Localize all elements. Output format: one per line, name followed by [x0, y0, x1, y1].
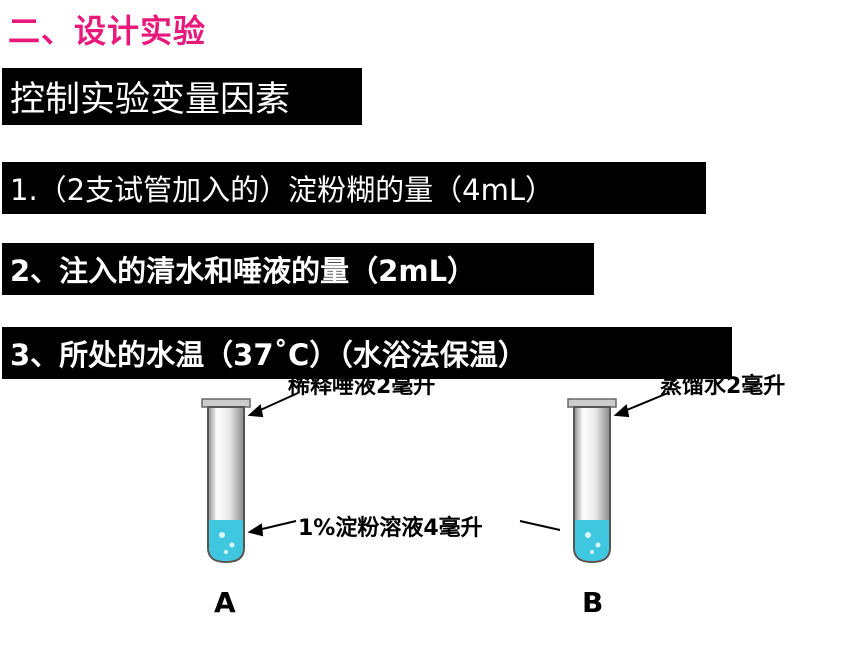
tube-label-b: B	[582, 586, 604, 619]
variable-item-3: 3、所处的水温（37˚C）（水浴法保温）	[2, 327, 732, 379]
variables-heading: 控制实验变量因素	[2, 68, 362, 125]
arrow-starch-b	[519, 520, 561, 531]
test-tube-a	[201, 398, 251, 564]
section-title: 二、设计实验	[8, 12, 207, 50]
test-tube-b	[567, 398, 617, 564]
arrow-saliva	[255, 392, 299, 413]
tube-label-a: A	[214, 586, 236, 619]
liquid-a	[209, 520, 243, 561]
arrow-water	[621, 392, 669, 413]
variable-item-2: 2、注入的清水和唾液的量（2mL）	[2, 243, 594, 295]
label-starch: 1%淀粉溶液4毫升	[298, 516, 483, 541]
arrow-starch-a	[257, 520, 297, 531]
liquid-b	[575, 520, 609, 561]
variable-item-1: 1.（2支试管加入的）淀粉糊的量（4mL）	[2, 162, 706, 214]
